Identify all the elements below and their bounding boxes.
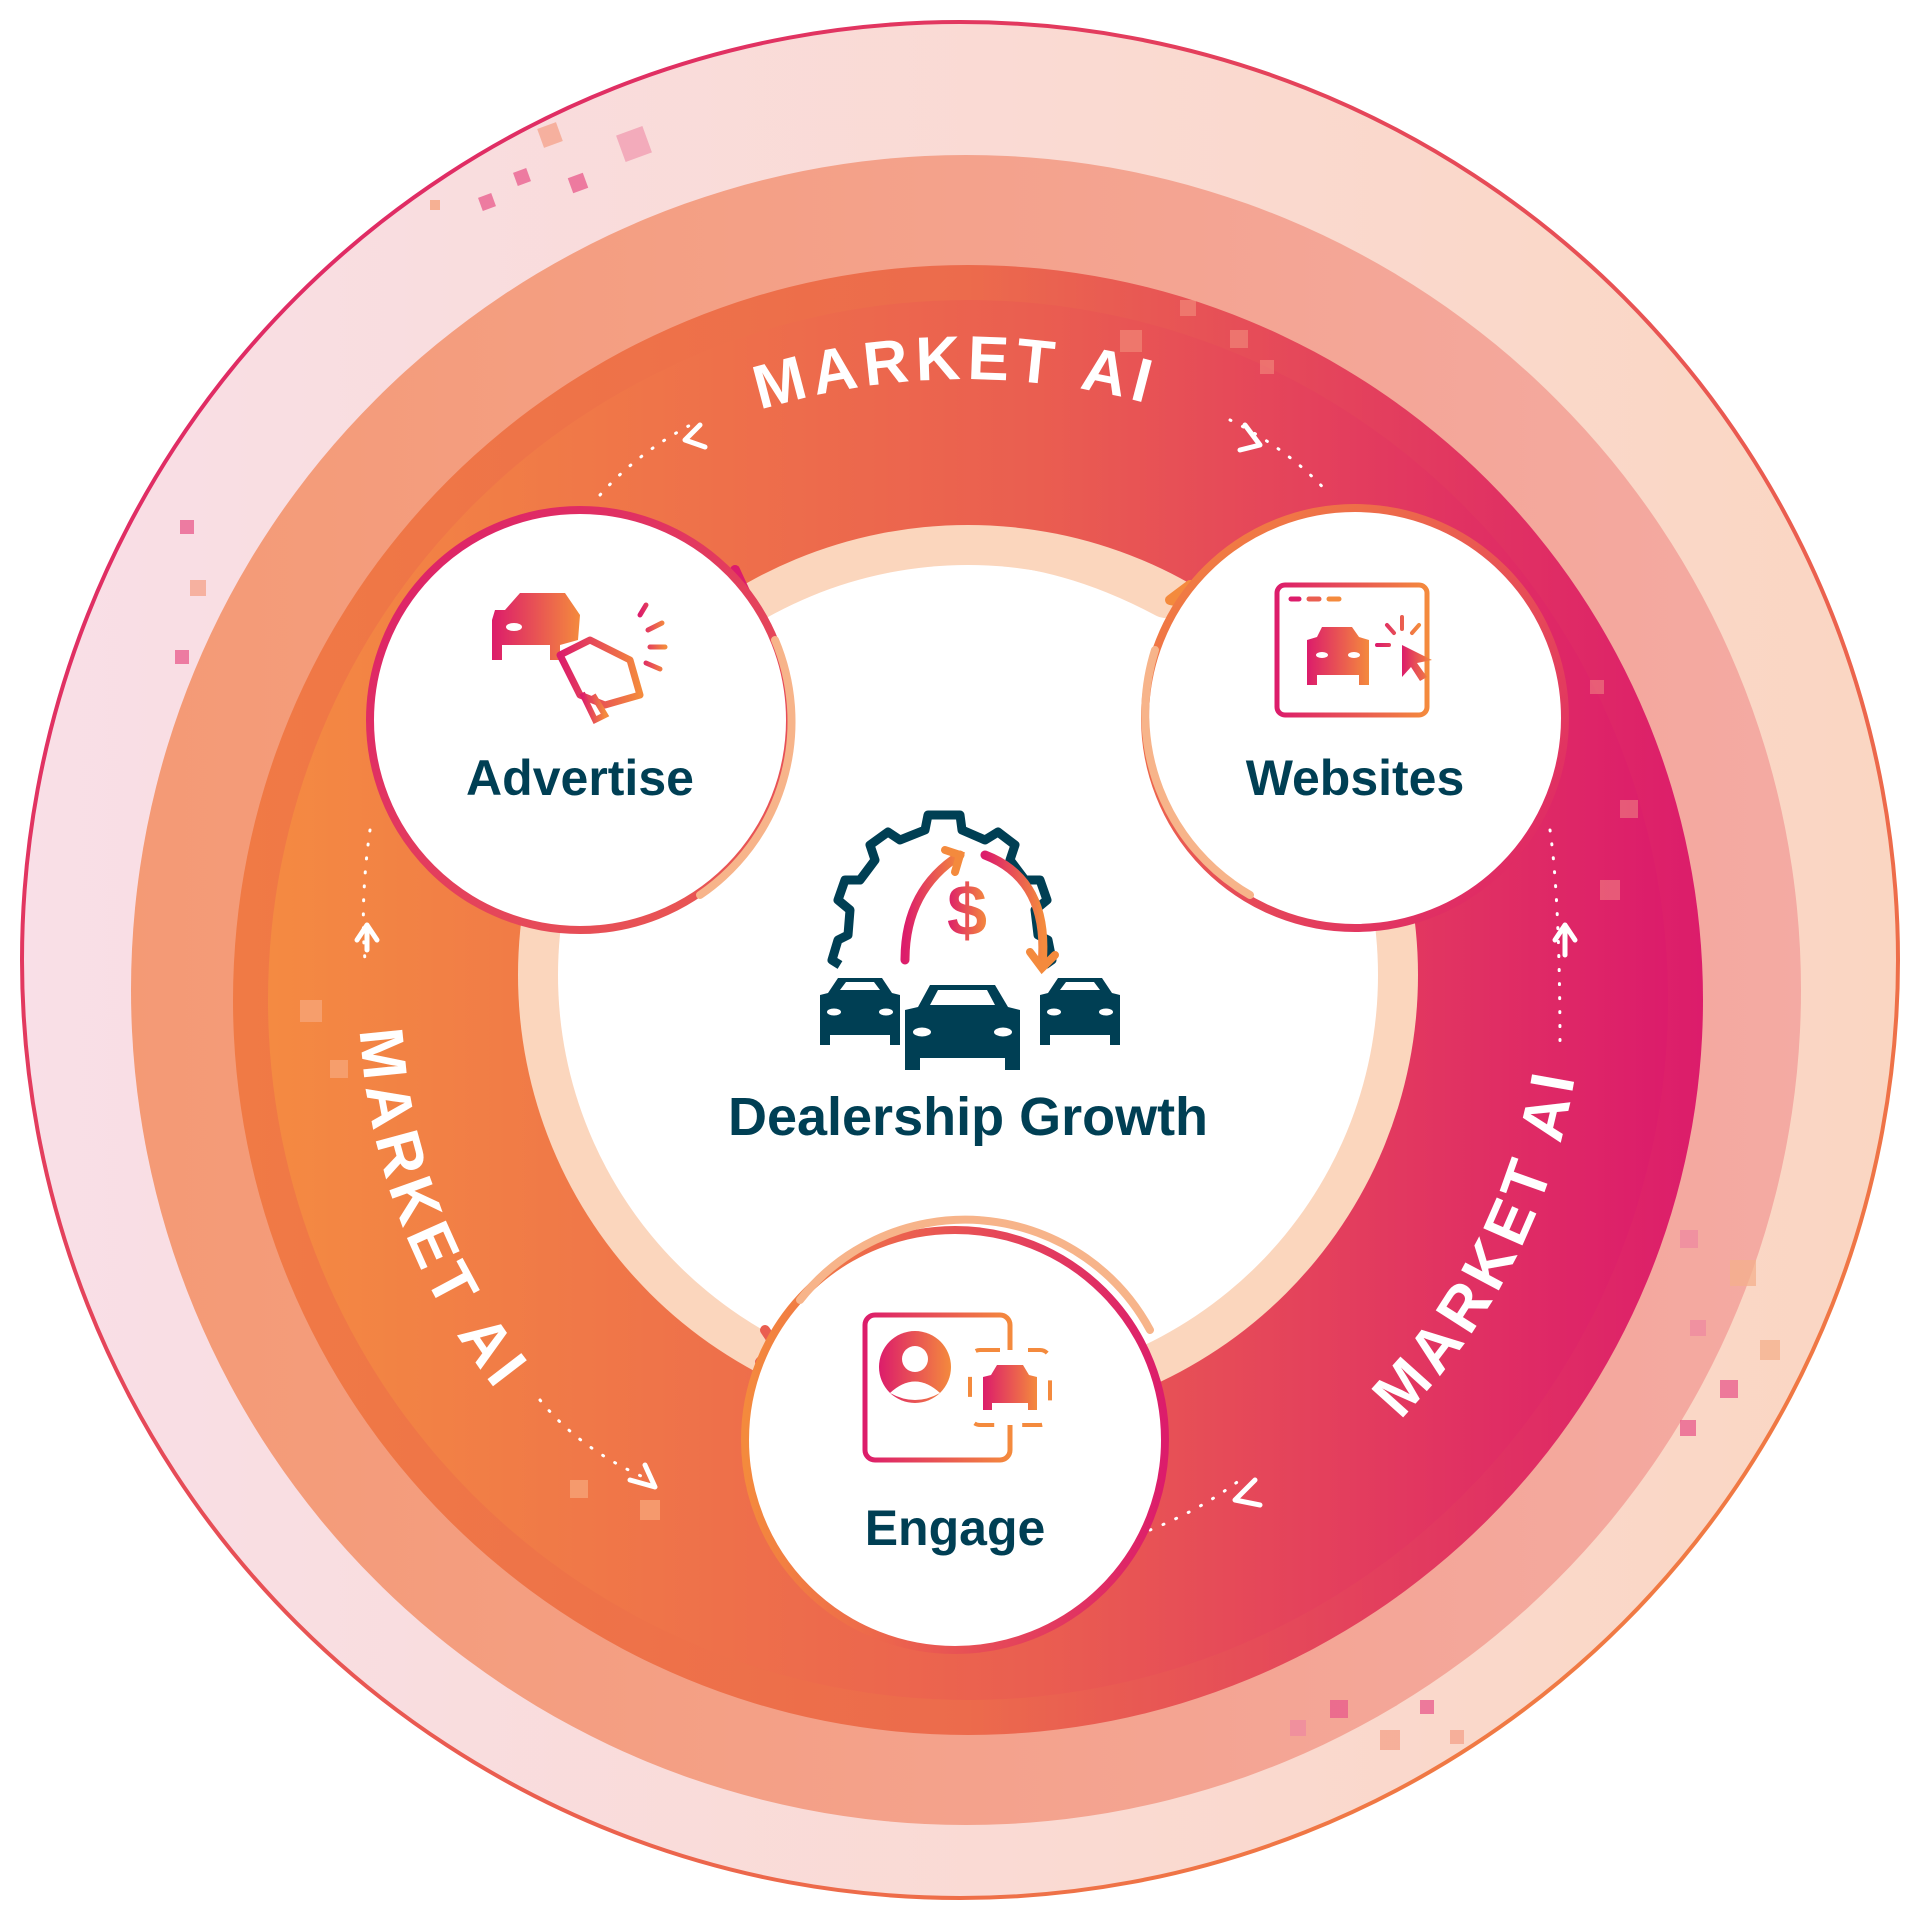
node-label-websites: Websites — [1246, 750, 1465, 806]
center-title: Dealership Growth — [728, 1087, 1208, 1147]
profile-card-car-icon — [862, 1312, 1052, 1463]
flow-arrowheads — [354, 422, 1578, 1508]
node-websites[interactable]: Websites — [1141, 504, 1569, 932]
node-advertise[interactable]: Advertise — [366, 506, 796, 934]
decorative-pixels — [175, 122, 1780, 1750]
dotted-flow-paths — [361, 418, 1562, 1532]
gear-dollar-cars-icon: $ — [820, 810, 1120, 1070]
node-label-advertise: Advertise — [466, 750, 694, 806]
node-label-engage: Engage — [865, 1500, 1046, 1556]
svg-text:$: $ — [947, 871, 987, 951]
browser-car-cursor-icon — [1274, 582, 1432, 718]
center-hub: $ Dealership Growth — [728, 810, 1208, 1147]
node-engage[interactable]: Engage — [741, 1215, 1169, 1654]
car-megaphone-icon — [492, 593, 668, 725]
